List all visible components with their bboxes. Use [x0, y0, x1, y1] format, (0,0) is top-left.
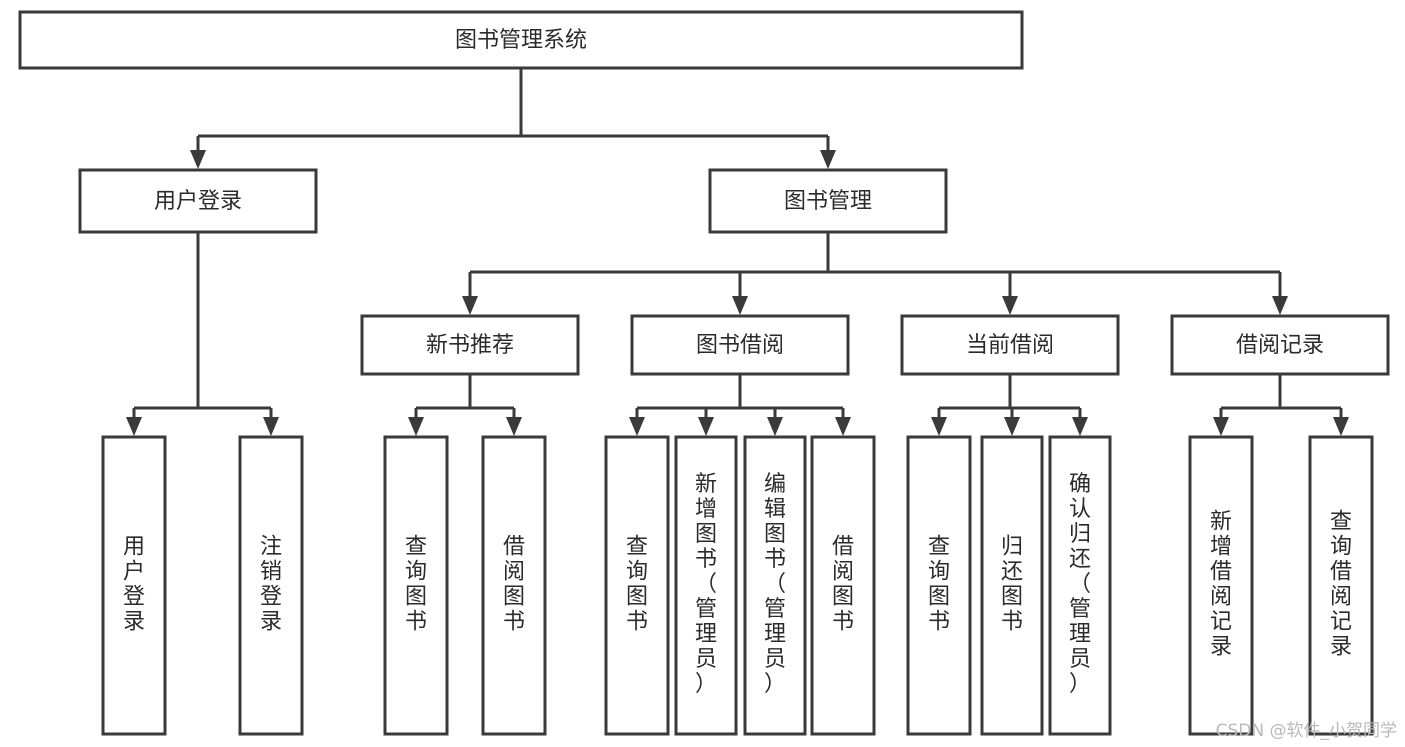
- node-leaf-borrow-add[interactable]: 新增图书（管理员）: [674, 435, 738, 736]
- node-borrow[interactable]: 图书借阅: [630, 314, 850, 376]
- node-label: 图书管理: [784, 189, 872, 214]
- arrow-head-icon: [1004, 417, 1020, 436]
- node-label: 用户登录: [154, 189, 242, 214]
- node-box[interactable]: [630, 314, 850, 376]
- arrow-head-icon: [1213, 417, 1229, 436]
- node-label: 查询图书: [405, 535, 427, 635]
- arrow-head-icon: [506, 417, 522, 436]
- connector-layer: [126, 68, 1349, 436]
- node-box[interactable]: [360, 314, 580, 376]
- node-box[interactable]: [1170, 314, 1390, 376]
- node-label: 借阅图书: [832, 535, 854, 635]
- node-box[interactable]: [604, 435, 670, 736]
- node-box[interactable]: [810, 435, 876, 736]
- arrow-head-icon: [732, 296, 748, 315]
- node-box[interactable]: [1188, 435, 1254, 736]
- node-label: 编辑图书（管理员）: [764, 472, 786, 697]
- arrow-head-icon: [263, 417, 279, 436]
- node-label: 注销登录: [260, 535, 282, 635]
- node-label: 确认归还（管理员）: [1069, 472, 1091, 697]
- node-label: 归还图书: [1001, 535, 1023, 635]
- node-box[interactable]: [900, 314, 1120, 376]
- node-leaf-borrow-query[interactable]: 查询图书: [604, 435, 670, 736]
- node-label: 图书借阅: [696, 333, 784, 358]
- node-root[interactable]: 图书管理系统: [18, 10, 1024, 70]
- node-label: 新书推荐: [426, 333, 514, 358]
- node-label: 用户登录: [123, 535, 145, 635]
- node-newbook[interactable]: 新书推荐: [360, 314, 580, 376]
- arrow-head-icon: [931, 417, 947, 436]
- arrow-head-icon: [698, 417, 714, 436]
- node-box[interactable]: [78, 168, 318, 234]
- node-label: 新增借阅记录: [1210, 510, 1232, 660]
- node-box[interactable]: [743, 435, 807, 736]
- node-leaf-records-query[interactable]: 查询借阅记录: [1308, 435, 1374, 736]
- node-label: 查询图书: [626, 535, 648, 635]
- node-layer: 图书管理系统用户登录图书管理新书推荐图书借阅当前借阅借阅记录用户登录注销登录查询…: [18, 10, 1390, 736]
- arrow-head-icon: [820, 150, 836, 169]
- node-box[interactable]: [1308, 435, 1374, 736]
- node-label: 借阅记录: [1236, 333, 1324, 358]
- node-leaf-newbook-borrow[interactable]: 借阅图书: [481, 435, 547, 736]
- node-box[interactable]: [708, 168, 948, 234]
- node-leaf-current-query[interactable]: 查询图书: [906, 435, 972, 736]
- node-leaf-user-login[interactable]: 用户登录: [101, 435, 167, 736]
- node-label: 查询图书: [928, 535, 950, 635]
- arrow-head-icon: [190, 150, 206, 169]
- node-box[interactable]: [674, 435, 738, 736]
- node-leaf-records-add[interactable]: 新增借阅记录: [1188, 435, 1254, 736]
- arrow-head-icon: [462, 296, 478, 315]
- node-bookmgmt[interactable]: 图书管理: [708, 168, 948, 234]
- node-leaf-borrow-take[interactable]: 借阅图书: [810, 435, 876, 736]
- node-records[interactable]: 借阅记录: [1170, 314, 1390, 376]
- node-label: 新增图书（管理员）: [695, 472, 717, 697]
- arrow-head-icon: [1333, 417, 1349, 436]
- arrow-head-icon: [629, 417, 645, 436]
- node-leaf-current-return[interactable]: 归还图书: [980, 435, 1044, 736]
- arrow-head-icon: [126, 417, 142, 436]
- node-box[interactable]: [238, 435, 304, 736]
- arrow-head-icon: [767, 417, 783, 436]
- node-leaf-current-confirm[interactable]: 确认归还（管理员）: [1048, 435, 1112, 736]
- node-current[interactable]: 当前借阅: [900, 314, 1120, 376]
- arrow-head-icon: [408, 417, 424, 436]
- node-leaf-user-logout[interactable]: 注销登录: [238, 435, 304, 736]
- node-leaf-borrow-edit[interactable]: 编辑图书（管理员）: [743, 435, 807, 736]
- arrow-head-icon: [1072, 417, 1088, 436]
- node-label: 借阅图书: [503, 535, 525, 635]
- node-login[interactable]: 用户登录: [78, 168, 318, 234]
- arrow-head-icon: [1002, 296, 1018, 315]
- arrow-head-icon: [1272, 296, 1288, 315]
- arrow-head-icon: [835, 417, 851, 436]
- node-box[interactable]: [481, 435, 547, 736]
- node-box[interactable]: [980, 435, 1044, 736]
- node-box[interactable]: [18, 10, 1024, 70]
- node-box[interactable]: [383, 435, 449, 736]
- node-label: 查询借阅记录: [1330, 510, 1352, 660]
- node-box[interactable]: [101, 435, 167, 736]
- node-label: 图书管理系统: [455, 28, 587, 53]
- node-box[interactable]: [1048, 435, 1112, 736]
- node-box[interactable]: [906, 435, 972, 736]
- node-leaf-newbook-query[interactable]: 查询图书: [383, 435, 449, 736]
- watermark-label: CSDN @软件_小贺同学: [1215, 721, 1397, 741]
- node-label: 当前借阅: [966, 333, 1054, 358]
